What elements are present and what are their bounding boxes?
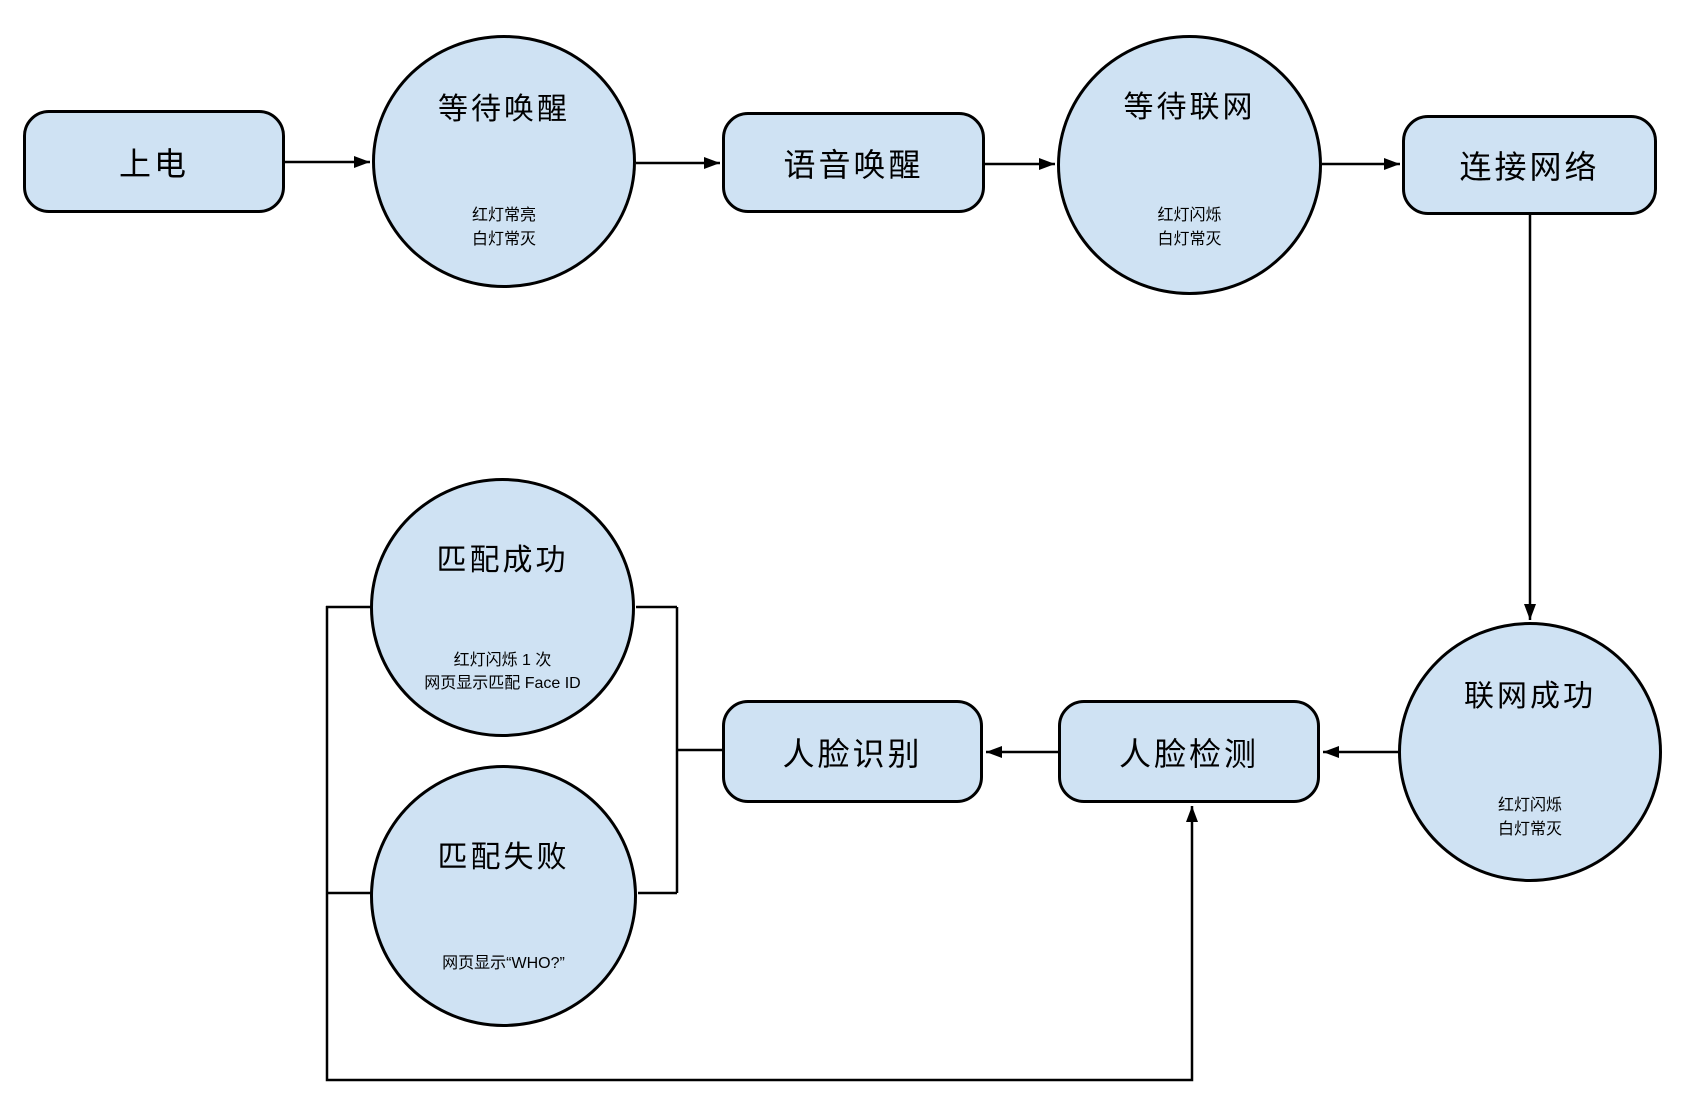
node-match-fail-label: 匹配失败 — [437, 841, 570, 874]
node-network-success-notes: 红灯闪烁 白灯常灭 — [1497, 797, 1562, 838]
node-wait-network: 等待联网 红灯闪烁 白灯常灭 — [1057, 35, 1322, 295]
node-face-detect-label: 人脸检测 — [1118, 735, 1259, 772]
edge-loopback-to-facedetect — [325, 606, 1198, 1082]
node-face-detect: 人脸检测 — [1058, 700, 1320, 803]
node-voice-wake: 语音唤醒 — [722, 112, 985, 213]
node-wait-wake: 等待唤醒 红灯常亮 白灯常灭 — [372, 35, 636, 288]
node-wait-network-notes: 红灯闪烁 白灯常灭 — [1157, 207, 1222, 248]
node-match-success: 匹配成功 红灯闪烁 1 次 网页显示匹配 Face ID — [370, 478, 635, 737]
node-connect-network-label: 连接网络 — [1459, 149, 1600, 185]
node-match-fail: 匹配失败 网页显示“WHO?” — [370, 765, 637, 1027]
node-network-success: 联网成功 红灯闪烁 白灯常灭 — [1398, 622, 1662, 882]
node-network-success-label: 联网成功 — [1464, 680, 1596, 713]
node-wait-network-label: 等待联网 — [1123, 91, 1256, 124]
node-match-success-label: 匹配成功 — [436, 544, 569, 577]
node-wait-wake-label: 等待唤醒 — [438, 93, 570, 126]
node-power-on-label: 上电 — [118, 145, 189, 182]
node-face-recognize: 人脸识别 — [722, 700, 983, 803]
node-voice-wake-label: 语音唤醒 — [783, 146, 924, 183]
node-face-recognize-label: 人脸识别 — [782, 735, 923, 772]
node-match-success-notes: 红灯闪烁 1 次 网页显示匹配 Face ID — [424, 652, 581, 692]
node-wait-wake-notes: 红灯常亮 白灯常灭 — [471, 207, 536, 248]
node-power-on: 上电 — [23, 110, 285, 213]
node-connect-network: 连接网络 — [1402, 115, 1657, 215]
node-match-fail-notes: 网页显示“WHO?” — [442, 955, 565, 972]
